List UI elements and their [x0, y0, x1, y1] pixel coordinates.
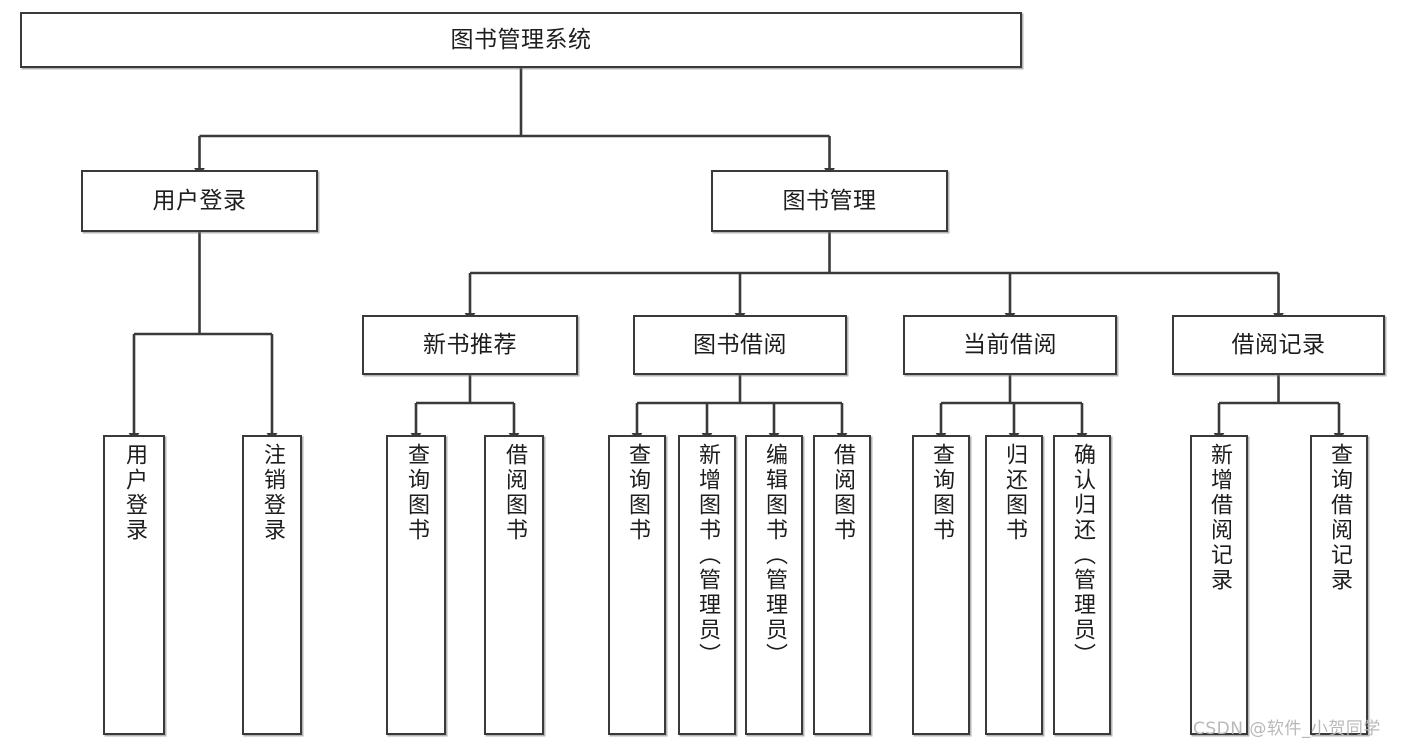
node-root-system[interactable]: 图书管理系统	[20, 12, 1022, 68]
node-leaf-add-book-admin[interactable]: 新增图书（管理员）	[678, 435, 736, 735]
node-book-management[interactable]: 图书管理	[711, 170, 948, 232]
node-leaf-confirm-return-admin[interactable]: 确认归还（管理员）	[1053, 435, 1111, 735]
node-leaf-add-borrow-record[interactable]: 新增借阅记录	[1190, 435, 1248, 735]
node-label: 查询借阅记录	[1327, 443, 1352, 593]
node-label: 图书借阅	[693, 331, 787, 358]
node-label: 图书管理	[782, 187, 877, 214]
node-leaf-return-book[interactable]: 归还图书	[985, 435, 1043, 735]
node-label: 借阅记录	[1231, 331, 1326, 358]
node-user-login[interactable]: 用户登录	[81, 170, 318, 232]
node-label: 编辑图书（管理员）	[762, 443, 787, 668]
node-label: 查询图书	[404, 443, 429, 543]
node-label: 借阅图书	[502, 443, 527, 543]
node-label: 图书管理系统	[450, 26, 592, 53]
node-leaf-edit-book-admin[interactable]: 编辑图书（管理员）	[745, 435, 803, 735]
node-label: 借阅图书	[830, 443, 855, 543]
csdn-watermark: CSDN @软件_小贺同学	[1193, 719, 1381, 739]
node-leaf-query-book-current[interactable]: 查询图书	[912, 435, 970, 735]
connector-edges	[128, 68, 1345, 442]
node-label: 用户登录	[122, 443, 147, 543]
node-leaf-logout[interactable]: 注销登录	[242, 435, 302, 735]
node-label: 查询图书	[625, 443, 650, 543]
node-leaf-user-login[interactable]: 用户登录	[103, 435, 165, 735]
node-leaf-query-book-recommend[interactable]: 查询图书	[386, 435, 446, 735]
node-label: 查询图书	[929, 443, 954, 543]
node-book-borrow[interactable]: 图书借阅	[633, 315, 847, 375]
node-label: 注销登录	[260, 443, 285, 543]
node-label: 新增借阅记录	[1207, 443, 1232, 593]
node-leaf-borrow-book[interactable]: 借阅图书	[813, 435, 871, 735]
node-borrow-record[interactable]: 借阅记录	[1172, 315, 1385, 375]
node-label: 用户登录	[152, 187, 247, 214]
node-leaf-query-book[interactable]: 查询图书	[608, 435, 666, 735]
node-leaf-query-borrow-record[interactable]: 查询借阅记录	[1310, 435, 1368, 735]
node-label: 确认归还（管理员）	[1070, 443, 1095, 668]
node-label: 归还图书	[1002, 443, 1027, 543]
node-label: 新增图书（管理员）	[695, 443, 720, 668]
node-current-borrow[interactable]: 当前借阅	[903, 315, 1117, 375]
node-label: 当前借阅	[963, 331, 1057, 358]
node-new-book-recommend[interactable]: 新书推荐	[362, 315, 578, 375]
node-leaf-borrow-book-recommend[interactable]: 借阅图书	[484, 435, 544, 735]
node-label: 新书推荐	[423, 331, 517, 358]
